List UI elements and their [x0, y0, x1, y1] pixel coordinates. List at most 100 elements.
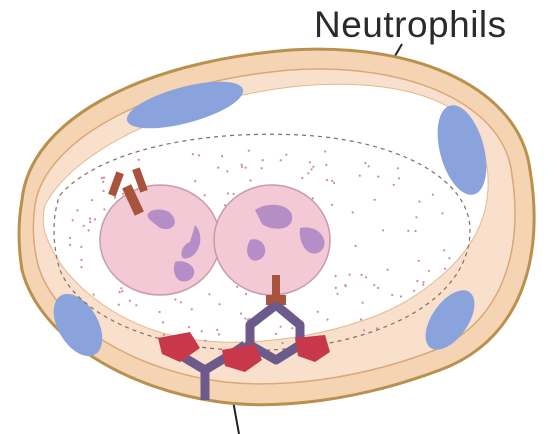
stipple-dot [248, 150, 250, 152]
stipple-dot [80, 259, 82, 261]
stipple-dot [364, 162, 366, 164]
stipple-dot [129, 300, 131, 302]
stipple-dot [422, 284, 424, 286]
stipple-dot [362, 302, 364, 304]
stipple-dot [373, 284, 375, 286]
stipple-dot [360, 274, 362, 276]
stipple-dot [444, 268, 446, 270]
stipple-dot [407, 230, 409, 232]
stipple-dot [249, 179, 251, 181]
stipple-dot [282, 342, 284, 344]
stipple-dot [180, 301, 182, 303]
stipple-dot [221, 155, 223, 157]
stipple-dot [360, 318, 362, 320]
stipple-dot [363, 329, 365, 331]
stipple-dot [374, 199, 376, 201]
stipple-dot [352, 211, 354, 213]
stipple-dot [240, 312, 242, 314]
stipple-dot [335, 275, 337, 277]
stipple-dot [245, 293, 247, 295]
stipple-dot [443, 249, 445, 251]
stipple-dot [432, 194, 434, 196]
stipple-dot [204, 340, 206, 342]
stipple-dot [301, 177, 303, 179]
stipple-dot [80, 266, 82, 268]
stipple-dot [376, 327, 378, 329]
stipple-dot [368, 165, 370, 167]
stipple-dot [349, 274, 351, 276]
stipple-dot [118, 304, 120, 306]
stipple-dot [89, 221, 91, 223]
stipple-dot [103, 190, 105, 192]
stipple-dot [285, 154, 287, 156]
stipple-dot [219, 303, 221, 305]
stipple-dot [201, 330, 203, 332]
stipple-dot [159, 311, 161, 313]
stipple-dot [326, 319, 328, 321]
stipple-dot [398, 177, 400, 179]
stipple-dot [333, 182, 335, 184]
stipple-dot [218, 333, 220, 335]
stipple-dot [236, 286, 238, 288]
stipple-dot [93, 294, 95, 296]
stipple-dot [307, 172, 309, 174]
stipple-dot [365, 276, 367, 278]
stipple-dot [227, 192, 229, 194]
stipple-dot [335, 287, 337, 289]
neutrophils-label: Neutrophils [314, 4, 507, 45]
neutrophil-left [100, 185, 220, 295]
stipple-dot [312, 197, 314, 199]
stipple-dot [387, 269, 389, 271]
stipple-dot [280, 326, 282, 328]
stipple-dot [377, 176, 379, 178]
stipple-dot [119, 291, 121, 293]
stipple-dot [325, 164, 327, 166]
stipple-dot [204, 194, 206, 196]
stipple-dot [418, 201, 420, 203]
stipple-dot [359, 175, 361, 177]
stipple-dot [69, 237, 71, 239]
stipple-dot [89, 218, 91, 220]
stipple-dot [413, 290, 415, 292]
stipple-dot [391, 294, 393, 296]
stipple-dot [415, 216, 417, 218]
stipple-dot [245, 167, 247, 169]
stipple-dot [83, 225, 85, 227]
stipple-dot [69, 244, 71, 246]
stipple-dot [262, 159, 264, 161]
stipple-dot [88, 229, 90, 231]
stipple-dot [414, 230, 416, 232]
stipple-dot [162, 321, 164, 323]
stipple-dot [441, 212, 443, 214]
stipple-dot [416, 280, 418, 282]
stipple-dot [135, 304, 137, 306]
stipple-dot [103, 208, 105, 210]
stipple-dot [120, 287, 122, 289]
stipple-dot [324, 150, 326, 152]
stipple-dot [448, 257, 450, 259]
stipple-dot [312, 166, 314, 168]
stipple-dot [428, 270, 430, 272]
stipple-dot [244, 317, 246, 319]
stipple-dot [103, 177, 105, 179]
stipple-dot [241, 166, 243, 168]
stipple-dot [280, 159, 282, 161]
stipple-dot [94, 218, 96, 220]
stipple-dot [217, 167, 219, 169]
stipple-dot [194, 180, 196, 182]
stipple-dot [377, 287, 379, 289]
stipple-dot [344, 284, 346, 286]
stipple-dot [418, 260, 420, 262]
stipple-dot [317, 311, 319, 313]
stipple-dot [122, 193, 124, 195]
stipple-dot [309, 161, 311, 163]
stipple-dot [198, 154, 200, 156]
stipple-dot [216, 329, 218, 331]
stipple-dot [191, 308, 193, 310]
stipple-dot [138, 159, 140, 161]
stipple-dot [233, 193, 235, 195]
stipple-dot [80, 246, 82, 248]
stipple-dot [72, 219, 74, 221]
stipple-dot [163, 334, 165, 336]
stipple-dot [326, 179, 328, 181]
